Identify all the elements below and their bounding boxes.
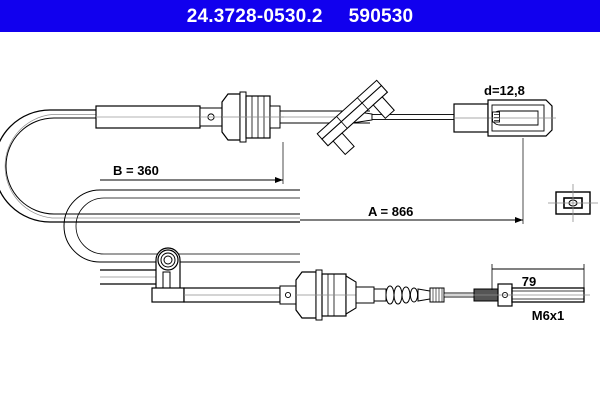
- lower-damper-body: [295, 269, 360, 321]
- diagonal-retaining-clip: [316, 79, 395, 156]
- eyelet-bracket: [151, 247, 185, 303]
- lower-threaded-rod: [443, 283, 590, 307]
- lower-bellows-boot: [355, 285, 445, 305]
- lower-sheath-run: [183, 285, 297, 305]
- upper-outer-sleeve: [95, 105, 201, 129]
- upper-inner-wire: [280, 110, 471, 124]
- cable-inner-sheath-loop: [63, 189, 300, 263]
- lower-outer-sheath: [100, 269, 160, 285]
- technical-drawing: B = 360 A = 866 d=12,8 79 M6x1: [0, 32, 600, 400]
- part-number-text: 24.3728-0530.2: [186, 5, 323, 27]
- section-detail-box: [548, 184, 598, 222]
- reference-number-text: 590530: [348, 5, 414, 27]
- dimension-a-label: A = 866: [368, 204, 413, 219]
- upper-barrel-connector: [221, 91, 284, 143]
- dimension-b-label: B = 360: [113, 163, 159, 178]
- title-bar: 24.3728-0530.2 590530: [0, 0, 600, 32]
- dimension-79: [491, 264, 585, 290]
- dimension-b: [100, 142, 284, 184]
- thread-label: M6x1: [532, 308, 565, 323]
- cable-outer-sheath-loop: [0, 109, 300, 223]
- dimension-79-label: 79: [522, 274, 536, 289]
- cable-assembly-svg: B = 360 A = 866 d=12,8 79 M6x1: [0, 79, 598, 323]
- upper-end-fitting: [453, 99, 556, 137]
- diameter-label: d=12,8: [484, 83, 525, 98]
- upper-sleeve-collar: [199, 107, 223, 127]
- dimension-a: [300, 138, 524, 224]
